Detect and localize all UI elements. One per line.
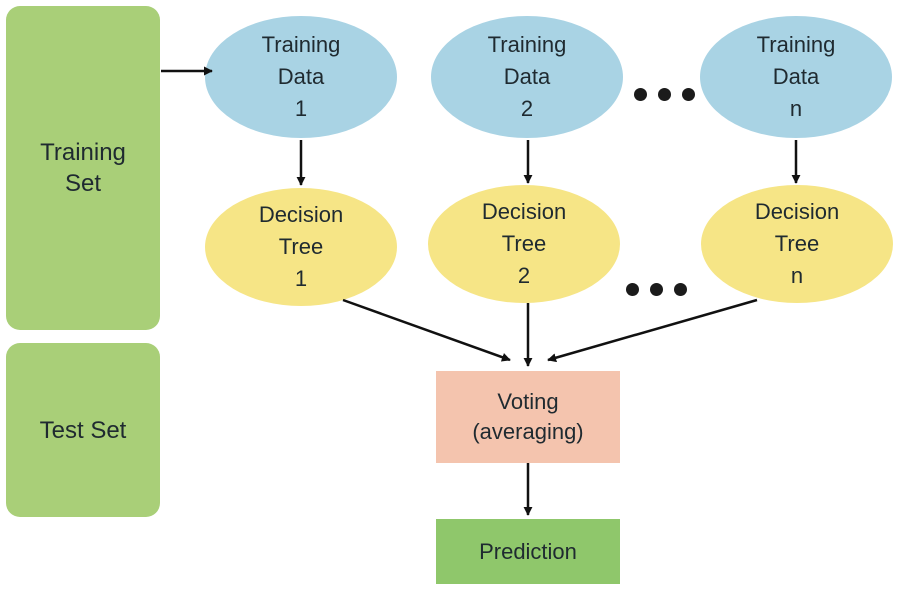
- training-set-label-line2: Set: [64, 170, 101, 197]
- prediction-label: Prediction: [479, 538, 577, 564]
- voting-label-line2: (averaging): [472, 419, 584, 444]
- training-data-node-2: Training Data 2: [431, 16, 623, 138]
- training-data-2-index: 2: [520, 96, 534, 121]
- decision-tree-n-line1: Decision: [754, 199, 840, 224]
- voting-box: Voting (averaging): [436, 371, 620, 463]
- arrow-treen-to-voting: [547, 298, 758, 363]
- prediction-box: Prediction: [436, 519, 620, 584]
- decision-tree-node-2: Decision Tree 2: [428, 185, 620, 303]
- training-data-n-index: n: [789, 96, 803, 121]
- arrow-tree1-to-voting: [342, 298, 511, 362]
- training-data-node-n: Training Data n: [700, 16, 892, 138]
- decision-tree-n-line2: Tree: [774, 231, 820, 256]
- ellipsis-dots-data: [634, 88, 695, 101]
- decision-tree-1-line1: Decision: [258, 202, 344, 227]
- voting-label-line1: Voting: [497, 389, 559, 414]
- decision-tree-1-line2: Tree: [278, 234, 324, 259]
- training-data-n-line1: Training: [756, 32, 836, 57]
- decision-tree-node-1: Decision Tree 1: [205, 188, 397, 306]
- decision-tree-2-line2: Tree: [501, 231, 547, 256]
- training-data-node-1: Training Data 1: [205, 16, 397, 138]
- decision-tree-2-index: 2: [517, 263, 531, 288]
- training-data-n-line2: Data: [772, 64, 820, 89]
- training-data-2-line2: Data: [503, 64, 551, 89]
- training-data-1-index: 1: [294, 96, 308, 121]
- test-set-label: Test Set: [39, 416, 127, 444]
- decision-tree-2-line1: Decision: [481, 199, 567, 224]
- training-data-1-line1: Training: [261, 32, 341, 57]
- decision-tree-node-n: Decision Tree n: [701, 185, 893, 303]
- training-data-1-line2: Data: [277, 64, 325, 89]
- decision-tree-n-index: n: [790, 263, 804, 288]
- ellipsis-dots-trees: [626, 283, 687, 296]
- training-set-panel: Training Set: [6, 6, 160, 330]
- test-set-panel: Test Set: [6, 343, 160, 517]
- training-data-2-line1: Training: [487, 32, 567, 57]
- training-set-label-line1: Training: [40, 139, 126, 166]
- decision-tree-1-index: 1: [294, 266, 308, 291]
